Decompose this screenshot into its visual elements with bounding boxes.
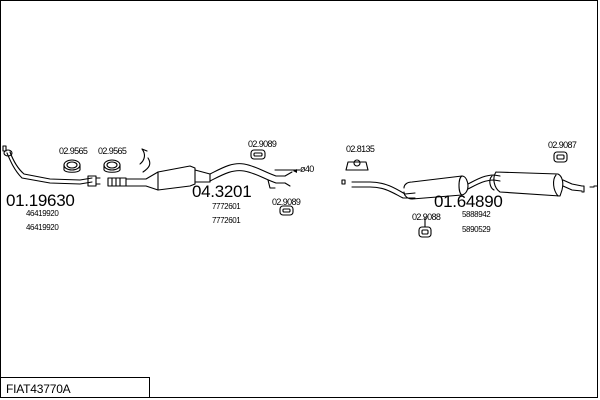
front-pipe-ref-2: 46419920: [26, 223, 59, 232]
diameter-note: ø40: [300, 164, 314, 174]
clamp-ring-2: [103, 159, 121, 173]
hanger-4-code: 02.9087: [548, 140, 577, 150]
hanger-3: [418, 216, 432, 238]
catalyst-ref-2: 7772601: [212, 216, 241, 225]
front-pipe-number: 01.19630: [6, 191, 75, 210]
front-pipe-drawing: [2, 145, 101, 187]
kit-title: FIAT43770A: [6, 382, 71, 396]
catalyst-number: 04.3201: [192, 182, 252, 201]
clamp-2-code: 02.9565: [98, 146, 127, 156]
rear-section-number: 01.64890: [434, 192, 503, 211]
catalyst-ref-1: 7772601: [212, 202, 241, 211]
rear-section-ref-2: 5890529: [462, 225, 491, 234]
title-box: FIAT43770A: [0, 377, 150, 398]
hanger-1-code: 02.9089: [248, 139, 277, 149]
hanger-1: [250, 149, 266, 160]
hanger-4: [553, 151, 568, 163]
mount-1-code: 02.8135: [346, 144, 375, 154]
clamp-ring-1: [63, 159, 81, 173]
connector-drawing: [341, 179, 346, 185]
catalyst-drawing: [107, 148, 301, 191]
clamp-1-code: 02.9565: [59, 146, 88, 156]
hanger-2-code: 02.9089: [272, 197, 301, 207]
rear-section-ref-1: 5888942: [462, 210, 491, 219]
hanger-2: [279, 205, 294, 216]
rear-section-drawing: [351, 171, 595, 200]
front-pipe-ref-1: 46419920: [26, 209, 59, 218]
hanger-3-code: 02.9088: [412, 212, 441, 222]
mount-1: [345, 159, 369, 171]
diameter-arrow: [293, 169, 297, 173]
